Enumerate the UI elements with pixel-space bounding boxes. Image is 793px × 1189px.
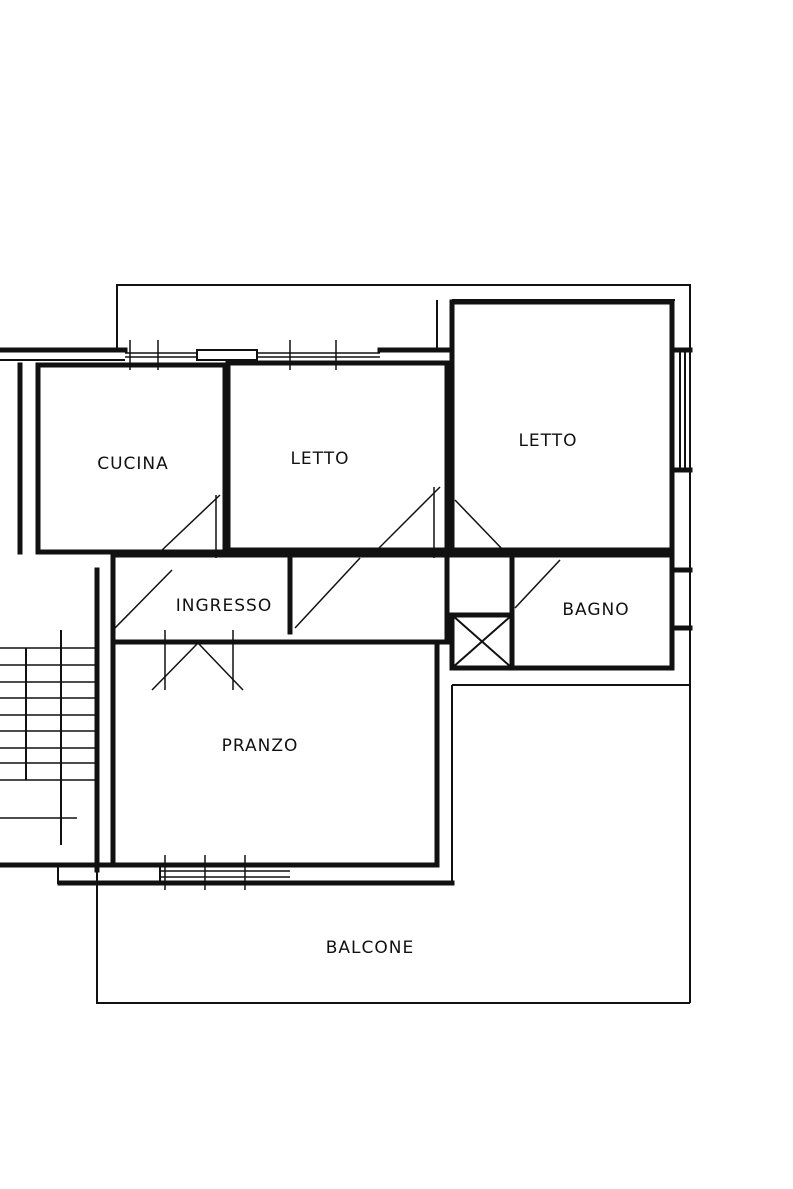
windows xyxy=(125,340,380,890)
shaft xyxy=(449,612,515,671)
room-label-balcone: BALCONE xyxy=(326,938,414,958)
room-label-ingresso: INGRESSO xyxy=(176,596,272,616)
staircase xyxy=(0,630,95,845)
room-label-pranzo: PRANZO xyxy=(222,736,299,756)
room-letto-2 xyxy=(449,299,675,553)
room-cucina xyxy=(35,362,228,555)
room-label-letto-1: LETTO xyxy=(290,449,349,469)
room-label-cucina: CUCINA xyxy=(97,454,169,474)
room-label-letto-2: LETTO xyxy=(518,431,577,451)
room-label-bagno: BAGNO xyxy=(562,600,629,620)
door-swings xyxy=(112,486,561,691)
room-letto-1 xyxy=(225,360,450,553)
walls xyxy=(0,284,693,1004)
room-bagno xyxy=(509,549,675,671)
